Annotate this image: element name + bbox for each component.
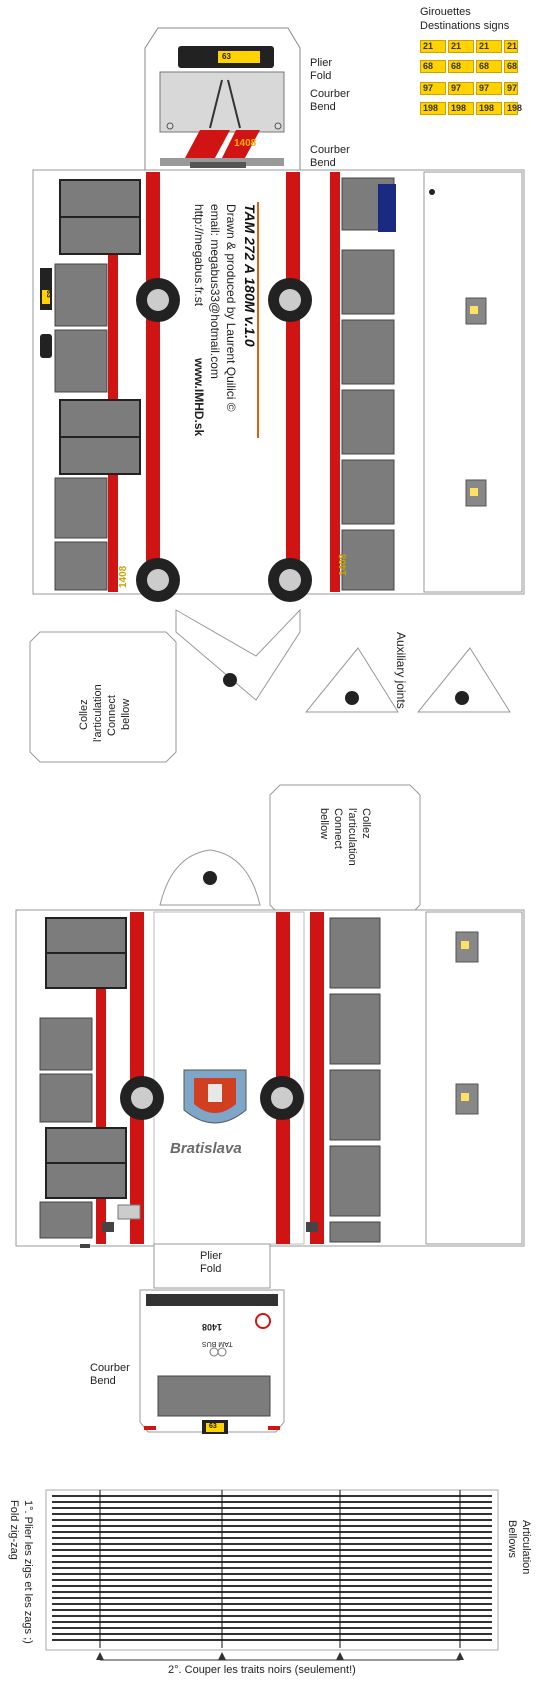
bellows-sheet — [45, 1489, 499, 1661]
bend-label-1: Bend — [310, 101, 336, 113]
destination-sign: 198 — [448, 102, 474, 115]
credits-website: http://megabus.fr.st — [192, 204, 206, 307]
destination-route-number: 68 — [451, 61, 462, 71]
destination-sign: 21 — [448, 40, 474, 53]
credits-line-1: Drawn & produced by Laurent Quilici © — [224, 204, 238, 412]
destination-sign: 68 — [504, 60, 518, 73]
glue-flaps — [29, 608, 511, 916]
bellow-tab-fr-2: l'articulation — [92, 684, 104, 742]
destination-route-number: 68 — [423, 61, 434, 71]
destination-sign: 68 — [476, 60, 502, 73]
front-cab — [144, 27, 301, 171]
rear-fold-label: Fold — [200, 1263, 222, 1275]
destination-route-number: 198 — [423, 103, 439, 113]
courber-label-1: Courber — [310, 88, 350, 100]
rear-plier-label: Plier — [200, 1250, 223, 1262]
bellow-tab2-fr-2: l'articulation — [346, 808, 358, 866]
side-panel-rear — [15, 909, 525, 1248]
destination-route-number: 198 — [507, 103, 523, 113]
bellow-tab-en-2: bellow — [120, 698, 132, 730]
destination-sign: 21 — [420, 40, 446, 53]
destination-sign: 198 — [420, 102, 446, 115]
side-route-plate: 63 — [45, 290, 52, 298]
bellow-tab-en-1: Connect — [106, 695, 118, 736]
side-fleet-number-2: 1408 — [338, 553, 349, 576]
front-route-sign: 63 — [222, 52, 231, 61]
destination-sign: 21 — [504, 40, 518, 53]
courber-label-2: Courber — [310, 144, 350, 156]
rear-courber-label: Courber — [90, 1362, 130, 1374]
front-fleet-number: 1408 — [234, 138, 257, 149]
destination-sign: 21 — [476, 40, 502, 53]
destination-route-number: 97 — [451, 83, 462, 93]
bellow-tab-fr-1: Collez — [78, 699, 90, 730]
bellows-instruction-2: 2°. Couper les traits noirs (seulement!) — [168, 1664, 356, 1676]
fold-label-top: Fold — [310, 70, 332, 82]
rear-cab — [139, 1243, 285, 1434]
rear-fleet-number: 1408 — [202, 1322, 223, 1332]
bellows-instruction-1: 1°. Plier les zigs et les zags ;) — [22, 1500, 34, 1644]
city-name: Bratislava — [170, 1140, 242, 1157]
destinations-title: Girouettes — [420, 6, 471, 18]
credits-email: email: megabus33@hotmail.com — [208, 204, 222, 379]
destination-route-number: 21 — [451, 41, 462, 51]
destination-sign: 97 — [476, 82, 502, 95]
destination-route-number: 21 — [479, 41, 490, 51]
bellow-tab2-en-1: Connect — [332, 808, 344, 849]
destination-sign: 97 — [448, 82, 474, 95]
destination-route-number: 97 — [507, 83, 518, 93]
rear-brand: TAM BUS — [202, 1340, 233, 1347]
imhd-site: www.IMHD.sk — [192, 358, 206, 437]
destination-route-number: 198 — [479, 103, 495, 113]
bellow-tab2-en-2: bellow — [318, 808, 330, 840]
destination-sign: 97 — [504, 82, 518, 95]
destination-route-number: 68 — [479, 61, 490, 71]
plier-label-top: Plier — [310, 57, 333, 69]
destination-route-number: 21 — [423, 41, 434, 51]
destination-sign: 68 — [420, 60, 446, 73]
destination-route-number: 97 — [423, 83, 434, 93]
destination-route-number: 68 — [507, 61, 518, 71]
destination-sign: 198 — [504, 102, 522, 115]
destination-sign: 97 — [420, 82, 446, 95]
bellows-instruction-1-en: Fold zig-zag — [8, 1500, 20, 1560]
bend-label-2: Bend — [310, 157, 336, 169]
bellows-label-en: Bellows — [506, 1520, 518, 1558]
destination-sign: 68 — [448, 60, 474, 73]
model-title: TAM 272 A 180M v.1.0 — [242, 204, 258, 347]
bellows-label-fr: Articulation — [520, 1520, 532, 1575]
destination-route-number: 198 — [451, 103, 467, 113]
rear-bend-label: Bend — [90, 1375, 116, 1387]
side-panel-front — [32, 169, 525, 602]
auxiliary-joints-label: Auxiliary joints — [394, 632, 408, 709]
destination-route-number: 97 — [479, 83, 490, 93]
destination-route-number: 21 — [507, 41, 518, 51]
bellow-tab2-fr-1: Collez — [360, 808, 372, 839]
destination-sign: 198 — [476, 102, 502, 115]
destinations-subtitle: Destinations signs — [420, 20, 510, 32]
rear-route-sign: 63 — [209, 1423, 217, 1430]
side-fleet-number-1: 1408 — [118, 565, 129, 588]
